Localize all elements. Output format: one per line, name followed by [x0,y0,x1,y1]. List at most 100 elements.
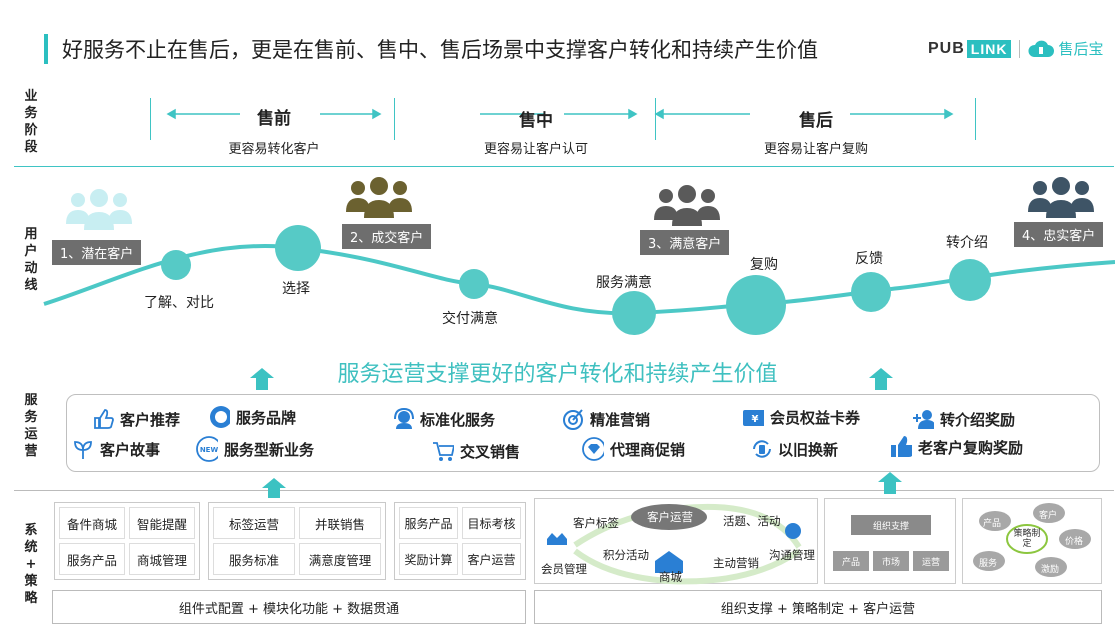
cycle-item: 主动营销 [713,556,759,570]
system-cell: 奖励计算 [399,543,458,575]
user-flow-curve [43,225,1115,335]
bottom-bar-left: 组件式配置 + 模块化功能 + 数据贯通 [52,590,526,624]
stage-divider [975,98,976,140]
system-cell: 客户运营 [462,543,521,575]
node-label-compare: 了解、对比 [144,295,214,311]
deal-customers-icon [346,177,412,218]
node-label-repurchase: 复购 [750,257,778,273]
up-arrow [262,478,286,498]
coupon-icon: ¥ [742,406,764,428]
svg-text:NEW: NEW [200,446,218,454]
cloud-logo-icon [1028,40,1055,57]
cycle-item: 会员管理 [541,562,587,576]
side-label-flow: 用户动线 [24,227,38,293]
stage-presale-sub: 更容易转化客户 [228,142,320,157]
ops-item-coupon: ¥ 会员权益卡券 [742,406,860,428]
diamond-icon [582,437,604,461]
up-arrow [250,368,274,390]
side-label-stage: 业务阶段 [24,89,38,155]
sprout-icon [72,438,94,460]
bottom-bar-right: 组织支撑 + 策略制定 + 客户运营 [534,590,1102,624]
cart-icon [432,440,454,462]
stage-divider [150,98,151,140]
brand-logo: PUB LINK 售后宝 [928,38,1103,59]
strategy-center-bubble [1006,524,1048,554]
stage-arrows [166,108,954,120]
strategy-bubble [1059,529,1091,549]
node-dot [726,275,786,335]
svg-text:¥: ¥ [752,414,759,425]
thumbs-up-icon [92,408,114,430]
cycle-item: 客户标签 [573,516,619,530]
ops-item-repurchase-reward: 老客户复购奖励 [890,436,1023,458]
org-top: 组织支撑 [851,515,931,535]
customer-tag-deal: 2、成交客户 [342,224,432,249]
system-cell: 目标考核 [462,507,521,539]
system-cell: 服务产品 [59,543,125,575]
system-group-targets: 服务产品 目标考核 奖励计算 客户运营 [394,502,526,580]
org-bottom-item: 市场 [873,551,909,571]
ops-item-agent: 代理商促销 [582,437,685,461]
badge-icon [208,406,230,428]
refresh-icon [750,438,772,460]
ops-item-cross-sell: 交叉销售 [432,440,520,462]
strategy-box: 策略制定 产品 客户 价格 服务 激励 [962,498,1102,584]
crown-icon [547,533,567,545]
node-label-delivery: 交付满意 [442,311,498,327]
customer-tag-loyal: 4、忠实客户 [1014,222,1104,247]
customer-tag-satisfied: 3、满意客户 [640,230,730,255]
system-group-mall: 备件商城 智能提醒 服务产品 商城管理 [54,502,200,580]
add-user-icon [912,408,934,430]
org-bottom-item: 运营 [913,551,949,571]
system-group-tags: 标签运营 并联销售 服务标准 满意度管理 [208,502,386,580]
store-icon [655,551,683,573]
system-cell: 备件商城 [59,507,125,539]
customer-tag-potential: 1、潜在客户 [52,240,142,265]
system-cell: 并联销售 [299,507,381,539]
stage-presale-name: 售前 [257,109,291,129]
strategy-bubble [1033,503,1065,523]
ops-item-standard: 标准化服务 [392,407,495,430]
node-dot [612,291,656,335]
divider-system [14,490,1114,491]
side-label-ops: 服务运营 [24,393,38,459]
stage-divider [655,98,656,140]
org-support-box: 组织支撑 产品 市场 运营 [824,498,956,584]
title-accent-bar [44,34,48,64]
strategy-bubble [979,511,1011,531]
org-bottom-item: 产品 [833,551,869,571]
satisfied-customers-icon [654,185,720,226]
strategy-item: 产品 [983,519,1002,529]
ops-item-recommend: 客户推荐 [92,408,180,430]
logo-link: LINK [966,39,1012,58]
cycle-item: 活题、活动 [723,514,781,528]
ops-item-precise: 精准营销 [562,408,650,430]
headset-icon [392,407,414,430]
cycle-item: 沟通管理 [769,548,815,562]
node-label-choose: 选择 [282,281,310,297]
logo-separator [1019,39,1021,58]
up-arrow [878,472,902,494]
customer-ops-cycle: 客户运营 客户标签 活题、活动 会员管理 积分活动 商城 主动营销 沟通管理 [534,498,818,585]
strategy-bubble [973,551,1005,571]
node-label-service: 服务满意 [596,275,652,291]
side-label-system: 系统+策略 [24,523,38,606]
node-dot [459,269,489,299]
service-ops-box [66,394,1100,472]
up-arrow [869,368,893,390]
node-dot [949,259,991,301]
logo-pub: PUB [928,39,965,57]
ops-item-trade-in: 以旧换新 [750,438,838,460]
ops-slogan: 服务运营支撑更好的客户转化和持续产生价值 [337,362,778,387]
new-icon: NEW [196,436,218,462]
strategy-item: 客户 [1039,511,1058,521]
strategy-center: 策略制定 [1013,529,1041,549]
ops-item-story: 客户故事 [72,438,160,460]
page-title: 好服务不止在售后，更是在售前、售中、售后场景中支撑客户转化和持续产生价值 [62,38,818,62]
node-label-feedback: 反馈 [855,251,883,267]
cycle-center: 客户运营 [647,510,693,524]
ops-item-brand: 服务品牌 [208,406,296,428]
system-cell: 服务标准 [213,543,295,575]
strategy-item: 激励 [1041,565,1060,575]
node-dot [275,225,321,271]
